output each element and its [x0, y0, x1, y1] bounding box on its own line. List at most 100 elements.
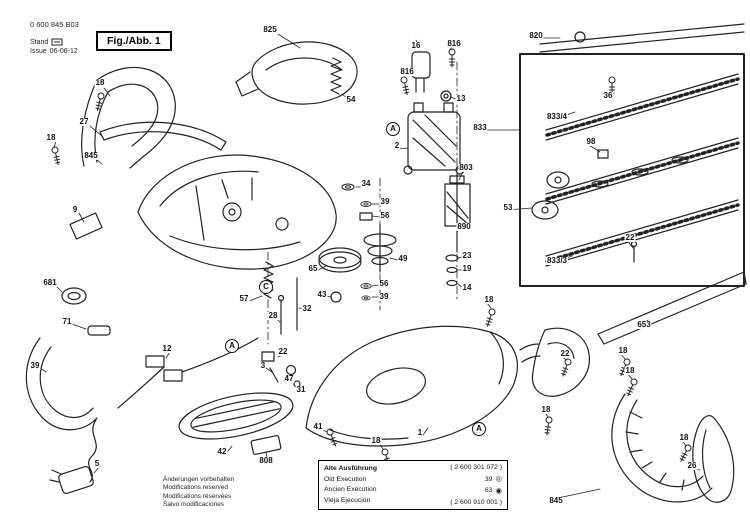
part-number-label: 22 — [559, 349, 571, 358]
legend-ref-39: 39 ◎ — [485, 475, 502, 483]
part-number-label: 23 — [461, 251, 473, 260]
callout-letter: A — [472, 422, 486, 436]
part-number-label: 65 — [307, 264, 319, 273]
legend-line-fr: Ancien Exécution — [324, 486, 377, 494]
part-number-label: 32 — [301, 304, 313, 313]
part-number-label: 43 — [316, 290, 328, 299]
figure-label: Fig./Abb. 1 — [107, 35, 161, 47]
part-number-label: 39 — [379, 197, 391, 206]
issue-date: 06-06-12 — [49, 48, 78, 55]
part-number-label: 34 — [360, 179, 372, 188]
legend-new-part-number: ( 2 600 910 001 ) — [450, 498, 502, 506]
part-number-label: 820 — [528, 31, 544, 40]
part-number-label: 845 — [83, 151, 99, 160]
part-number-label: 18 — [678, 433, 690, 442]
bow-handle-drawing — [611, 393, 735, 503]
part-number-label: 22 — [624, 233, 636, 242]
stand-line: Stand — [30, 38, 63, 46]
part-number-label: 9 — [71, 205, 79, 214]
part-number-label: 12 — [161, 344, 173, 353]
part-number-label: 803 — [458, 163, 474, 172]
part-number-label: 31 — [295, 385, 307, 394]
part-number-label: 825 — [262, 25, 278, 34]
part-number-label: 18 — [540, 405, 552, 414]
part-number-label: 16 — [410, 41, 422, 50]
part-number-label: 39 — [29, 361, 41, 370]
legend-text-column: Alte Ausführung Old Execution Ancien Exé… — [324, 464, 377, 506]
figure-label-box: Fig./Abb. 1 — [96, 31, 172, 51]
part-number-label: 833/4 — [545, 112, 569, 121]
part-number-label: 47 — [283, 374, 295, 383]
legend-ref-63-number: 63 — [484, 487, 493, 495]
part-number-label: 845 — [548, 496, 564, 505]
part-number-label: 36 — [602, 91, 614, 100]
part-number-label: 3 — [259, 361, 267, 370]
base-plate-drawing — [178, 392, 294, 455]
note-es: Salvo modificaciones — [163, 501, 225, 509]
part-number-label: 28 — [267, 311, 279, 320]
part-number-label: 18 — [624, 366, 636, 375]
part-number-label: 2 — [393, 141, 401, 150]
part-number-label: 19 — [461, 264, 473, 273]
revision-stamp-icon — [51, 38, 63, 46]
part-number-label: 5 — [93, 459, 101, 468]
legend-line-de: Alte Ausführung — [324, 465, 377, 472]
switch-wiring-drawing — [117, 337, 259, 409]
housing-half-drawing — [137, 154, 337, 270]
callout-letter: A — [386, 122, 400, 136]
part-number-label: 27 — [78, 117, 90, 126]
legend-ref-63: 63 ◉ — [485, 487, 502, 495]
legend-box: Alte Ausführung Old Execution Ancien Exé… — [318, 460, 508, 510]
callout-letter: C — [259, 280, 273, 294]
part-number-label: 833 — [472, 123, 488, 132]
legend-part-column: ( 2 600 301 072 ) 39 ◎ 63 ◉ ( 2 600 910 … — [450, 464, 502, 506]
small-left-parts-drawing — [61, 212, 111, 336]
part-number-label: 1 — [416, 428, 424, 437]
part-number-label: 18 — [370, 436, 382, 445]
legend-line-en: Old Execution — [324, 475, 367, 483]
note-en: Modifications reserved — [163, 484, 229, 492]
legend-old-part-number: ( 2 600 301 072 ) — [450, 464, 502, 471]
part-number-label: 22 — [277, 347, 289, 356]
blade-set-drawing — [519, 23, 745, 287]
part-number-label: 681 — [42, 278, 58, 287]
part-number-label: 816 — [399, 67, 415, 76]
part-number-label: 56 — [378, 279, 390, 288]
issue-line: Issue 06-06-12 — [30, 48, 78, 55]
part-number-label: 13 — [455, 94, 467, 103]
part-number-label: 49 — [397, 254, 409, 263]
issue-label: Issue — [30, 48, 47, 55]
part-number-label: 833/3 — [545, 256, 569, 265]
washer-icon: ◎ — [495, 474, 502, 484]
stand-label: Stand — [30, 38, 49, 46]
blade-guard-drawing — [597, 271, 747, 345]
callout-letter: A — [225, 339, 239, 353]
part-number-label: 808 — [258, 456, 274, 465]
part-number-label: 42 — [216, 447, 228, 456]
note-de: Änderungen vorbehalten — [163, 476, 235, 483]
part-number-label: 18 — [483, 295, 495, 304]
part-number-label: 18 — [45, 133, 57, 142]
part-number-label: 98 — [585, 137, 597, 146]
part-number-label: 816 — [446, 39, 462, 48]
part-number-label: 54 — [345, 95, 357, 104]
part-number-label: 53 — [502, 203, 514, 212]
part-number-label: 14 — [461, 283, 473, 292]
part-number-label: 653 — [636, 320, 652, 329]
part-number-label: 18 — [617, 346, 629, 355]
legend-line-es: Vieja Ejecución — [324, 496, 371, 504]
note-fr: Modifications réservées — [163, 492, 232, 500]
top-cover-drawing — [235, 41, 358, 105]
document-part-number: 0 600 845 B03 — [30, 20, 79, 29]
main-body-drawing — [305, 325, 590, 447]
part-number-label: 41 — [312, 422, 324, 431]
bearing-icon: ◉ — [495, 486, 502, 496]
part-number-label: 890 — [456, 222, 472, 231]
part-number-label: 57 — [238, 294, 250, 303]
front-grip-cable-drawing — [25, 337, 98, 495]
legend-ref-39-number: 39 — [484, 475, 493, 483]
part-number-label: 56 — [379, 211, 391, 220]
part-number-label: 18 — [94, 78, 106, 87]
